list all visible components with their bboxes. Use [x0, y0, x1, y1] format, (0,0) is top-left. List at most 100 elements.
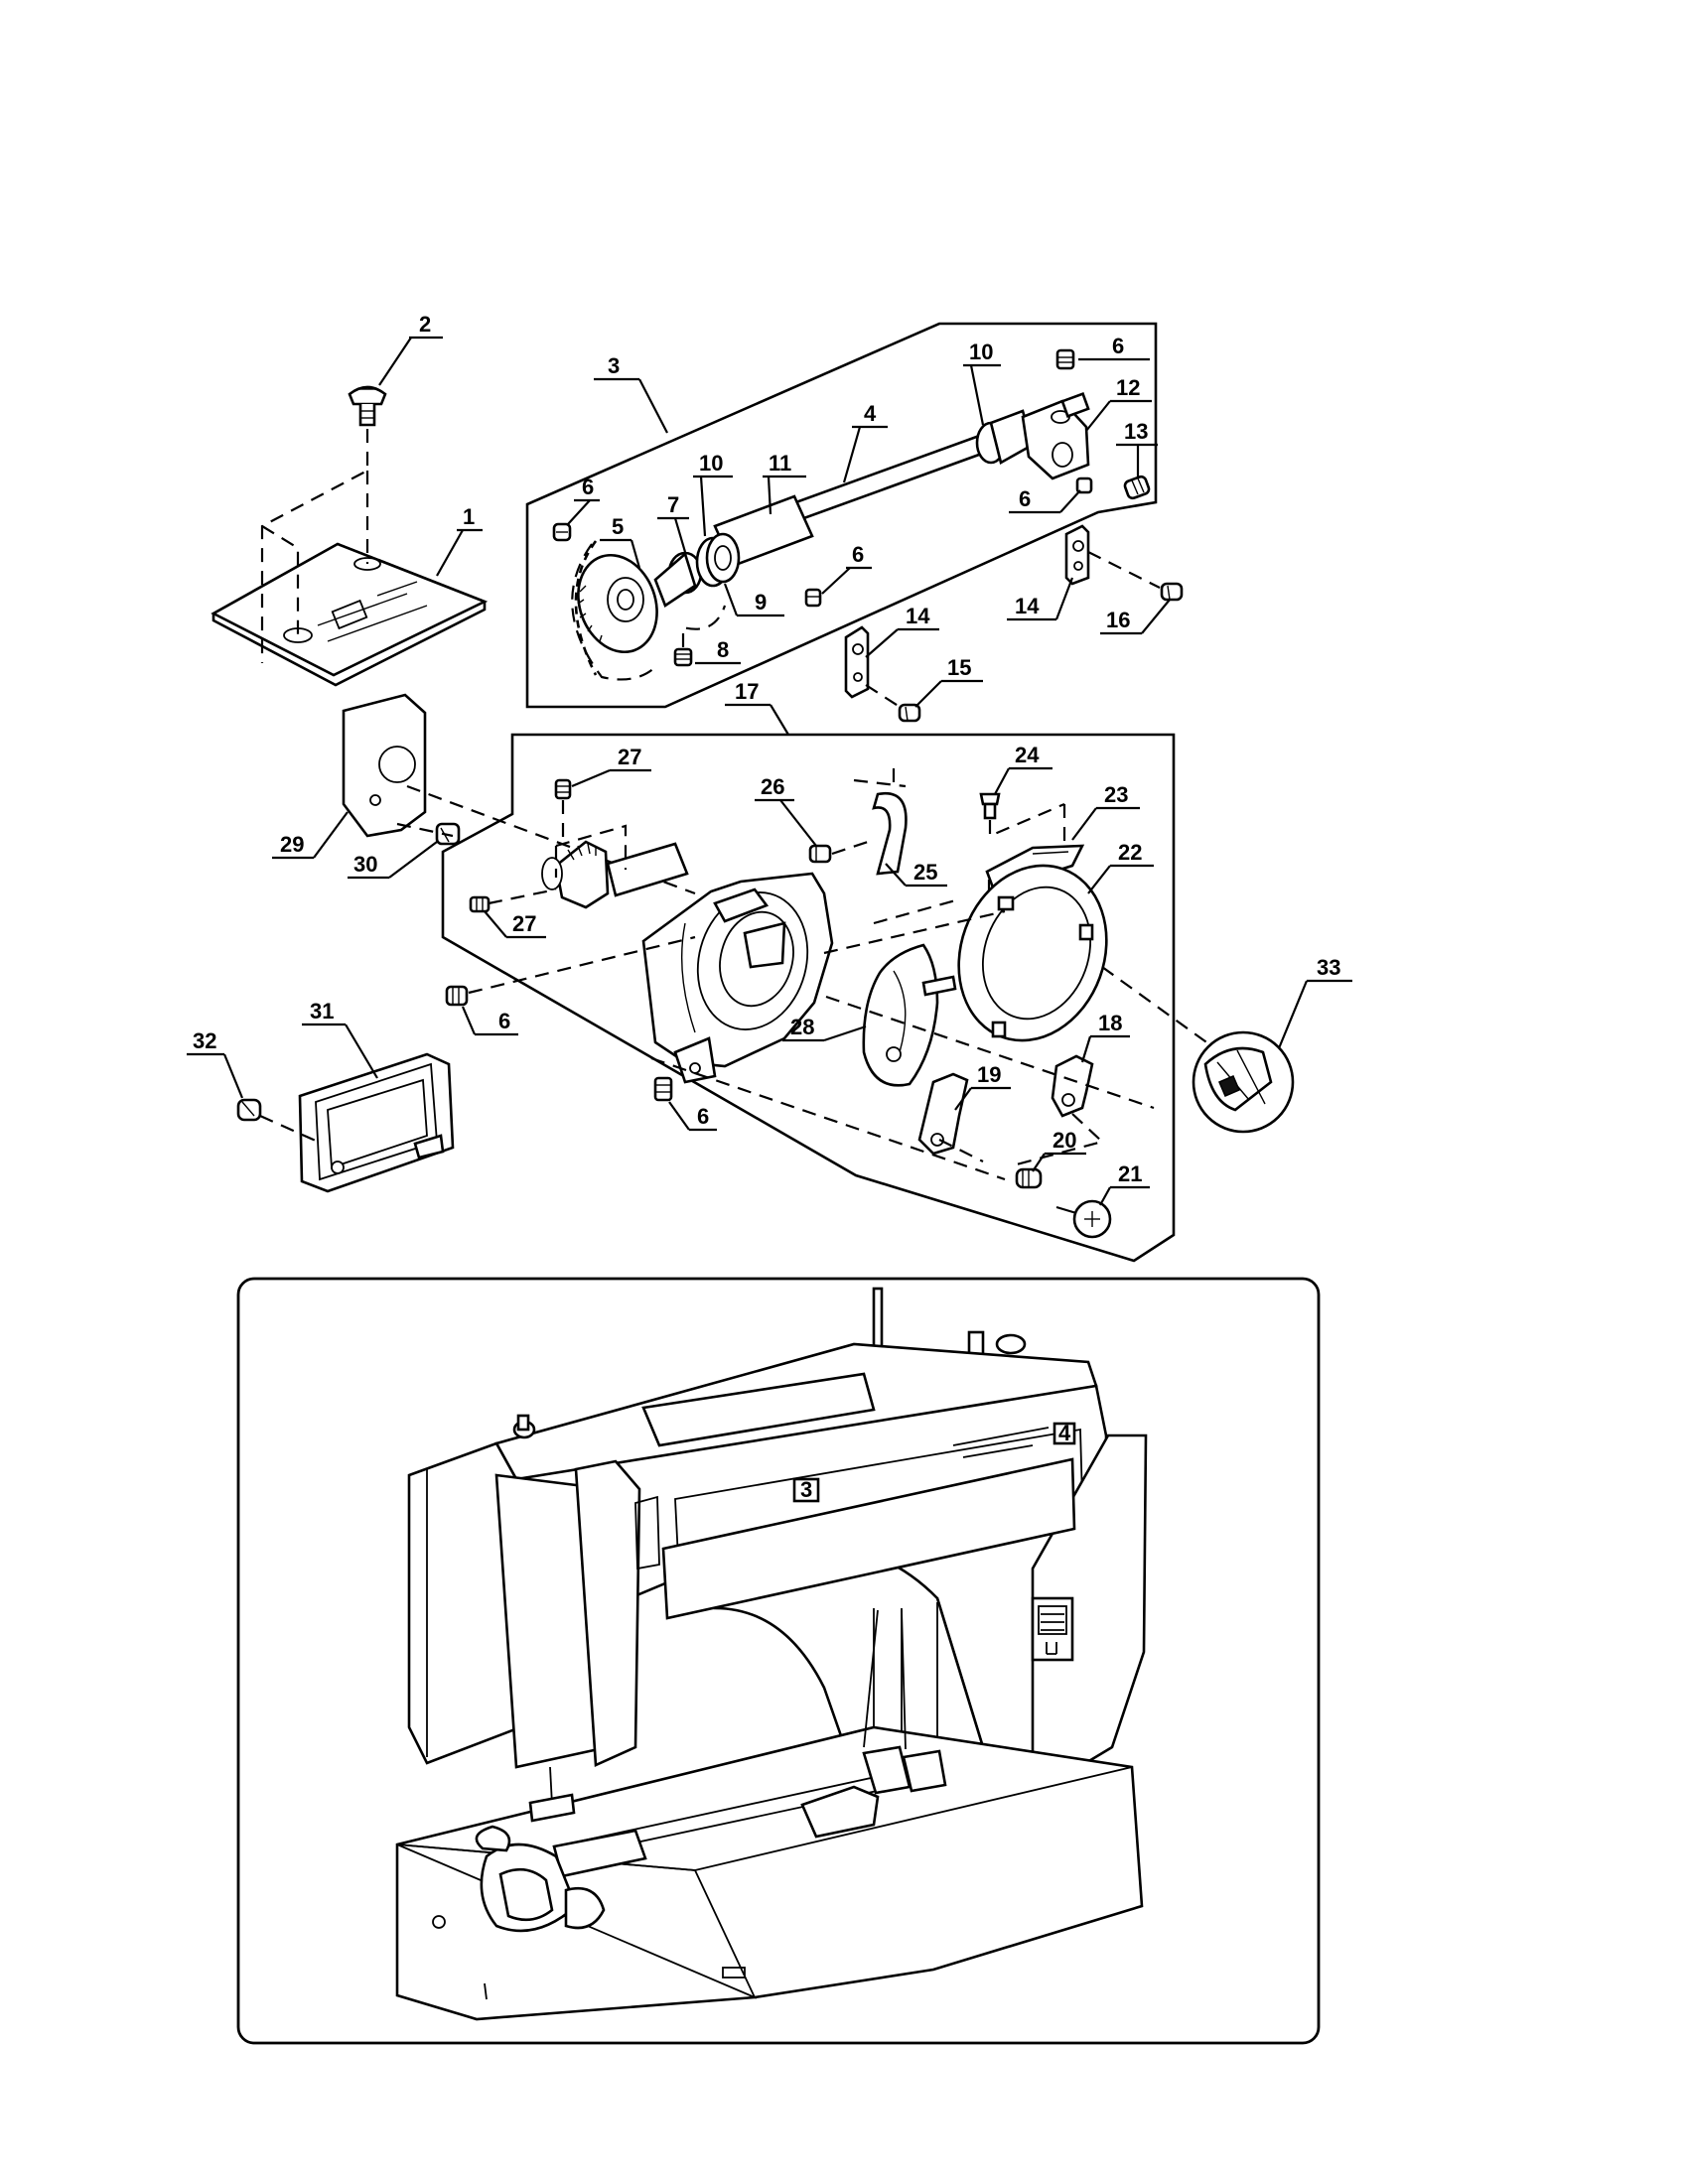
bobbin-basket — [862, 943, 957, 1087]
callout-3: 3 — [594, 353, 668, 434]
svg-text:17: 17 — [735, 679, 759, 704]
svg-text:22: 22 — [1118, 840, 1142, 865]
needle-plate — [210, 542, 489, 687]
bushing-right — [975, 409, 1035, 465]
hook-assembly-frame — [441, 733, 1176, 1263]
svg-text:6: 6 — [697, 1104, 709, 1129]
svg-text:5: 5 — [612, 514, 624, 539]
callout-8: 8 — [695, 637, 741, 665]
callout-18: 18 — [1080, 1011, 1130, 1063]
svg-text:6: 6 — [1112, 334, 1124, 358]
hinge-screw-21 — [1055, 1199, 1112, 1239]
svg-text:27: 27 — [512, 911, 536, 936]
machine-panel-label-b: 4 — [1058, 1421, 1071, 1445]
sewing-machine-illustration: 3 4 — [395, 1287, 1148, 2021]
callout-23: 23 — [1071, 782, 1140, 841]
svg-text:6: 6 — [1019, 486, 1031, 511]
shaft-assembly-frame — [525, 322, 1158, 709]
svg-text:6: 6 — [498, 1009, 510, 1033]
callout-21: 21 — [1099, 1161, 1150, 1206]
callout-14-left: 14 — [865, 604, 939, 658]
bevel-gear — [571, 540, 658, 681]
bracket-screw-15 — [898, 703, 921, 723]
callout-28: 28 — [782, 1015, 867, 1042]
callout-30: 30 — [348, 841, 438, 880]
svg-text:28: 28 — [790, 1015, 814, 1039]
svg-text:14: 14 — [906, 604, 930, 628]
spring-25 — [853, 768, 908, 876]
callout-22: 22 — [1087, 840, 1154, 894]
svg-text:30: 30 — [353, 852, 377, 877]
callout-20: 20 — [1032, 1128, 1086, 1172]
svg-text:9: 9 — [755, 590, 767, 614]
svg-text:24: 24 — [1015, 743, 1040, 767]
callout-12: 12 — [1085, 375, 1152, 432]
callout-19: 19 — [954, 1062, 1011, 1111]
callout-26: 26 — [755, 774, 817, 847]
set-screw-27-bottom — [469, 895, 491, 913]
callout-32: 32 — [187, 1028, 244, 1099]
callout-4: 4 — [842, 401, 888, 483]
callout-15: 15 — [914, 655, 983, 708]
callout-6-mid: 6 — [821, 542, 872, 595]
svg-text:6: 6 — [852, 542, 864, 567]
lever-18 — [1051, 1054, 1094, 1118]
svg-text:19: 19 — [977, 1062, 1001, 1087]
machine-panel-label-a: 3 — [800, 1477, 812, 1502]
spring-20 — [1015, 1167, 1043, 1189]
callout-24: 24 — [994, 743, 1052, 795]
callout-10-left: 10 — [693, 451, 733, 537]
svg-text:27: 27 — [618, 745, 641, 769]
svg-text:15: 15 — [947, 655, 971, 680]
callout-29: 29 — [272, 811, 349, 860]
callout-10-right: 10 — [963, 340, 1001, 426]
svg-text:2: 2 — [419, 312, 431, 337]
svg-text:13: 13 — [1124, 419, 1148, 444]
callout-6-left: 6 — [567, 475, 600, 525]
callout-7: 7 — [657, 492, 689, 553]
svg-text:21: 21 — [1118, 1161, 1142, 1186]
svg-text:12: 12 — [1116, 375, 1140, 400]
svg-text:29: 29 — [280, 832, 304, 857]
set-screw-8 — [673, 647, 693, 667]
set-screw-27-top — [554, 778, 572, 800]
svg-text:4: 4 — [864, 401, 877, 426]
svg-text:31: 31 — [310, 999, 334, 1024]
screw-26 — [808, 844, 832, 864]
callout-27-top: 27 — [571, 745, 651, 788]
callout-5: 5 — [600, 514, 641, 569]
set-screw-6-top — [1055, 348, 1075, 370]
bracket-right — [1064, 524, 1090, 586]
svg-text:26: 26 — [761, 774, 784, 799]
rotary-hook — [1192, 1030, 1295, 1134]
svg-text:1: 1 — [463, 504, 475, 529]
callout-6-top: 6 — [1078, 334, 1150, 361]
svg-text:10: 10 — [699, 451, 723, 476]
svg-text:33: 33 — [1317, 955, 1340, 980]
callout-27-bottom: 27 — [484, 910, 546, 939]
callout-31: 31 — [302, 999, 378, 1079]
set-screw-6-hook-left — [445, 985, 469, 1007]
callout-6-hook-left: 6 — [461, 1006, 518, 1036]
callout-13: 13 — [1116, 419, 1158, 478]
shaft-crank — [1021, 392, 1090, 480]
svg-text:11: 11 — [769, 451, 791, 476]
bushing-left — [695, 532, 741, 588]
svg-text:23: 23 — [1104, 782, 1128, 807]
callout-6-right: 6 — [1009, 486, 1081, 514]
callout-1: 1 — [436, 504, 483, 577]
screw-24 — [979, 792, 1001, 820]
cover-plate — [298, 1052, 455, 1193]
callout-17: 17 — [725, 679, 789, 736]
callout-25: 25 — [885, 860, 947, 887]
hook-shaft-gear — [541, 840, 689, 909]
gasket-plate — [342, 693, 427, 838]
svg-text:8: 8 — [717, 637, 729, 662]
lever-19 — [917, 1072, 969, 1156]
svg-text:16: 16 — [1106, 608, 1130, 632]
svg-text:3: 3 — [608, 353, 620, 378]
svg-text:10: 10 — [969, 340, 993, 364]
callout-16: 16 — [1100, 599, 1171, 635]
callout-33: 33 — [1277, 955, 1352, 1049]
